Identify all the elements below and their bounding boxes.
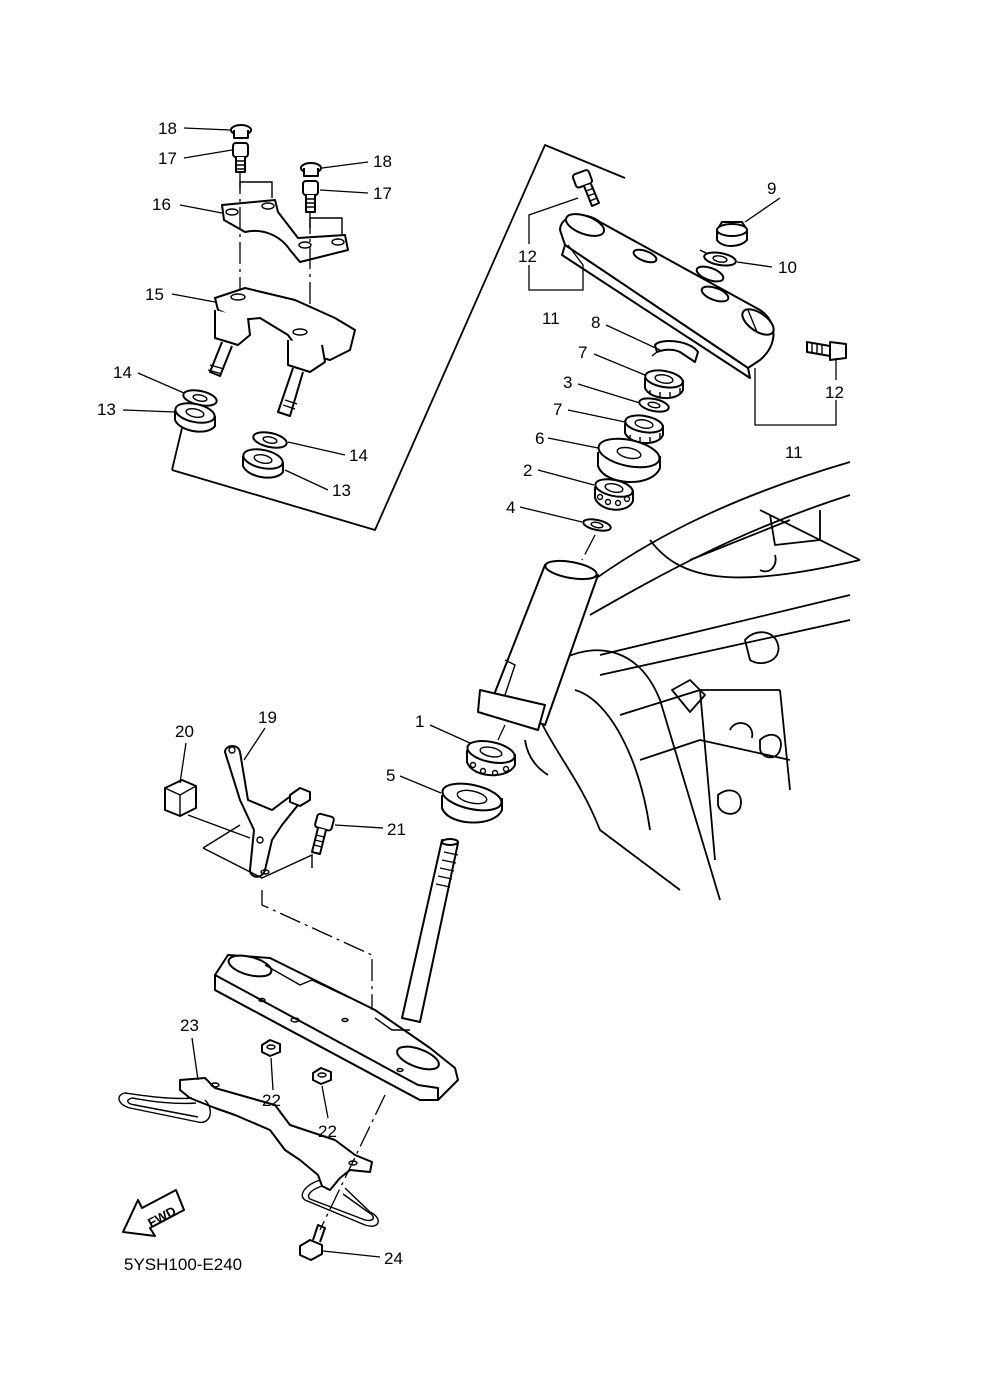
callout-4: 4: [506, 498, 515, 517]
diagram-code: 5YSH100-E240: [124, 1255, 242, 1274]
callout-14-left: 14: [113, 363, 132, 382]
callout-23: 23: [180, 1016, 199, 1035]
callout-2: 2: [523, 461, 532, 480]
upper-handlebar-holder-16: [221, 181, 349, 263]
nut-9: [716, 221, 748, 247]
callout-21: 21: [387, 820, 406, 839]
callout-11-right: 11: [785, 443, 803, 462]
bolt-17-right: [302, 180, 319, 213]
callout-14-right: 14: [349, 446, 368, 465]
ring-nut-7-lower: [624, 414, 664, 444]
callout-leaders: [122, 127, 837, 1258]
callout-16: 16: [152, 195, 171, 214]
callout-17-left: 17: [158, 149, 177, 168]
steering-stem: [401, 838, 459, 1023]
callout-6: 6: [535, 429, 544, 448]
bolt-21: [311, 812, 335, 855]
callout-labels: 18 17 18 17 16 15 14 13 14 13 12 11 9 10…: [97, 119, 844, 1268]
callout-13-left: 13: [97, 400, 116, 419]
washer-4: [582, 518, 612, 532]
bolt-17-left: [232, 142, 249, 173]
bracket-19: [224, 745, 311, 878]
damper-13-right: [242, 448, 284, 479]
callout-10: 10: [778, 258, 797, 277]
bolt-24: [299, 1224, 326, 1261]
cable-guide-23: [118, 1077, 379, 1227]
cap-18-left: [230, 124, 252, 139]
axis-line: [319, 1094, 386, 1231]
nut-22-right: [312, 1067, 332, 1085]
callout-7-lower: 7: [553, 400, 562, 419]
damper-13-left: [174, 402, 216, 433]
callout-18-left: 18: [158, 119, 177, 138]
lock-washer-8: [651, 339, 699, 363]
upper-bracket-11: [559, 213, 775, 379]
cap-18-right: [300, 162, 322, 177]
steering-head-tube: [477, 559, 599, 731]
assembly-line: [202, 847, 313, 879]
callout-5: 5: [386, 766, 395, 785]
assembly-line: [202, 824, 241, 849]
callout-17-right: 17: [373, 184, 392, 203]
lower-handlebar-holder-15: [207, 287, 356, 417]
callout-12-right: 12: [825, 383, 844, 402]
callout-22-left: 22: [262, 1091, 281, 1110]
callout-1: 1: [415, 712, 424, 731]
bearing-cover-6: [597, 437, 661, 483]
washer-3: [638, 397, 670, 413]
callout-18-right: 18: [373, 152, 392, 171]
washer-14-right: [252, 431, 288, 449]
callout-9: 9: [767, 179, 776, 198]
callout-13-right: 13: [332, 481, 351, 500]
bolt-12-top: [571, 169, 600, 207]
washer-10: [703, 251, 737, 267]
callout-22-right: 22: [318, 1122, 337, 1141]
axis-line: [581, 534, 596, 561]
callout-15: 15: [145, 285, 164, 304]
handlebar-holder-box: [171, 144, 626, 531]
ring-nut-7-upper: [644, 369, 684, 399]
callout-24: 24: [384, 1249, 403, 1268]
bolt-12-side: [806, 341, 847, 361]
callout-11-left: 11: [542, 309, 560, 328]
lower-bearing-1: [466, 740, 516, 777]
callout-3: 3: [563, 373, 572, 392]
frame-body: [524, 461, 861, 901]
dust-seal-5: [441, 782, 503, 824]
callout-19: 19: [258, 708, 277, 727]
nut-22-left: [261, 1039, 281, 1057]
assembly-line: [187, 814, 251, 839]
callout-12-left: 12: [518, 247, 537, 266]
fwd-arrow-icon: FWD: [122, 1189, 185, 1237]
callout-20: 20: [175, 722, 194, 741]
callout-8: 8: [591, 313, 600, 332]
bearing-2: [594, 478, 634, 511]
rubber-block-20: [164, 779, 197, 817]
under-bracket: [214, 954, 459, 1101]
axis-line: [261, 890, 373, 1010]
callout-7-upper: 7: [578, 343, 587, 362]
axis-line: [497, 724, 506, 741]
